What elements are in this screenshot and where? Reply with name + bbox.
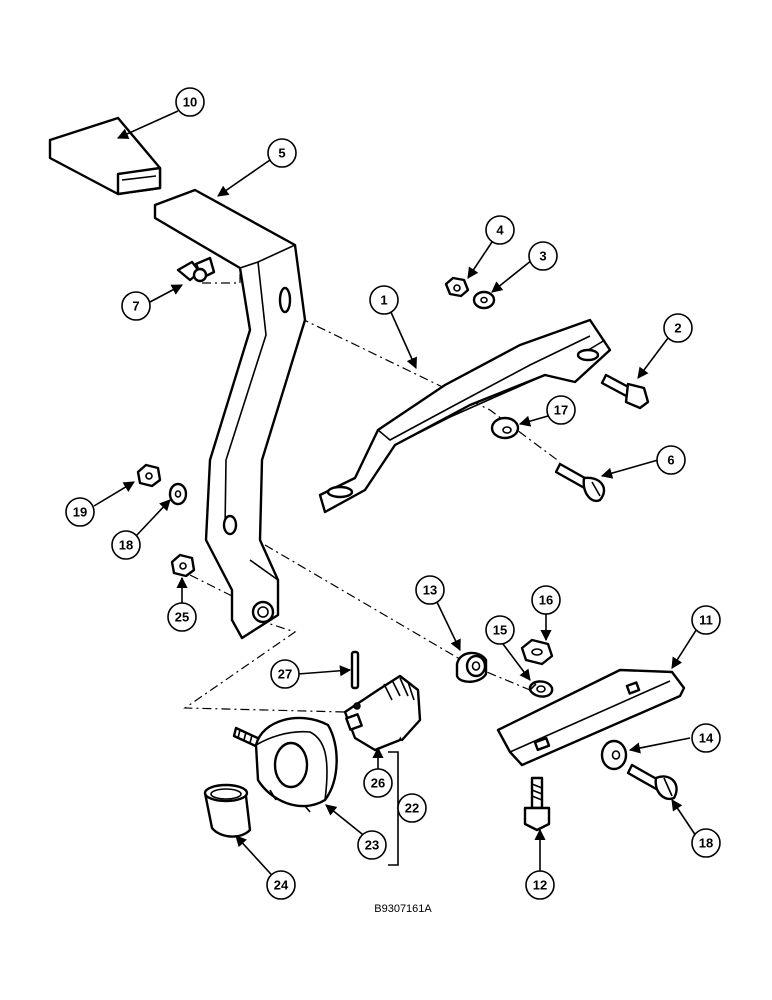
callout-13: 13 [415,575,445,605]
svg-text:16: 16 [539,593,553,608]
svg-text:6: 6 [667,453,674,468]
washer-mid [490,416,520,440]
callout-15: 15 [485,615,515,645]
spacer [455,651,488,683]
hex-nut-right [520,638,554,666]
pedal-lever [153,188,307,640]
svg-text:26: 26 [371,776,385,791]
svg-text:25: 25 [175,610,189,625]
svg-text:3: 3 [539,249,546,264]
svg-text:10: 10 [183,95,197,110]
svg-text:2: 2 [674,321,681,336]
lock-washer [528,680,554,698]
svg-text:19: 19 [73,505,87,520]
callout-18-left: 18 [111,530,141,560]
callout-27: 27 [270,659,300,689]
callout-11: 11 [691,605,721,635]
svg-text:24: 24 [274,878,289,893]
splined-hub [343,674,422,752]
adjustment-knob [232,716,338,813]
slotted-screw [554,462,606,503]
svg-text:5: 5 [278,146,285,161]
carriage-bolt [523,776,551,832]
drawing-reference-code: B9307161A [374,903,432,915]
callout-7: 7 [121,291,151,321]
callout-2: 2 [663,313,693,343]
svg-text:23: 23 [365,838,379,853]
hex-nut-left [136,463,162,488]
callout-6: 6 [656,445,686,475]
callout-14: 12 [525,870,555,900]
svg-text:13: 13 [423,583,437,598]
svg-text:12: 12 [533,878,547,893]
callout-19: 19 [65,497,95,527]
callout-26: 24 [266,870,296,900]
group-bracket [388,751,399,866]
mounting-plate [496,668,686,767]
svg-text:17: 17 [554,403,568,418]
wing-nut [176,256,216,283]
slotted-screw-right [626,763,678,801]
callout-23: 23 [357,830,387,860]
svg-text:7: 7 [132,299,139,314]
callout-24: 26 [363,768,393,798]
svg-text:14: 14 [699,731,714,746]
washer-right [600,739,628,771]
callout-12: 14 [691,723,721,753]
callout-5: 5 [267,138,297,168]
svg-text:1: 1 [380,293,387,308]
quadrant-bracket [318,318,612,514]
svg-text:18: 18 [119,538,133,553]
callout-1: 1 [369,285,399,315]
callout-17: 18 [691,828,721,858]
svg-text:11: 11 [699,613,713,628]
callout-22: 22 [397,793,427,823]
hex-nut-low [170,553,196,578]
svg-text:4: 4 [496,223,504,238]
svg-text:18: 18 [699,836,713,851]
callout-16: 16 [531,585,561,615]
pedal-pad [48,116,162,196]
callout-25: 25 [167,602,197,632]
callout-18-upper: 17 [546,395,576,425]
callout-10: 10 [175,87,205,117]
svg-text:27: 27 [278,667,292,682]
hex-nut-upper [444,276,470,298]
washer-left [168,482,188,506]
roll-pin [350,650,360,690]
callout-4: 4 [485,215,515,245]
hex-bolt [600,373,650,410]
callout-3: 3 [528,241,558,271]
washer-upper [472,290,496,310]
svg-text:15: 15 [493,623,507,638]
svg-text:22: 22 [405,801,419,816]
bushing [203,783,252,838]
